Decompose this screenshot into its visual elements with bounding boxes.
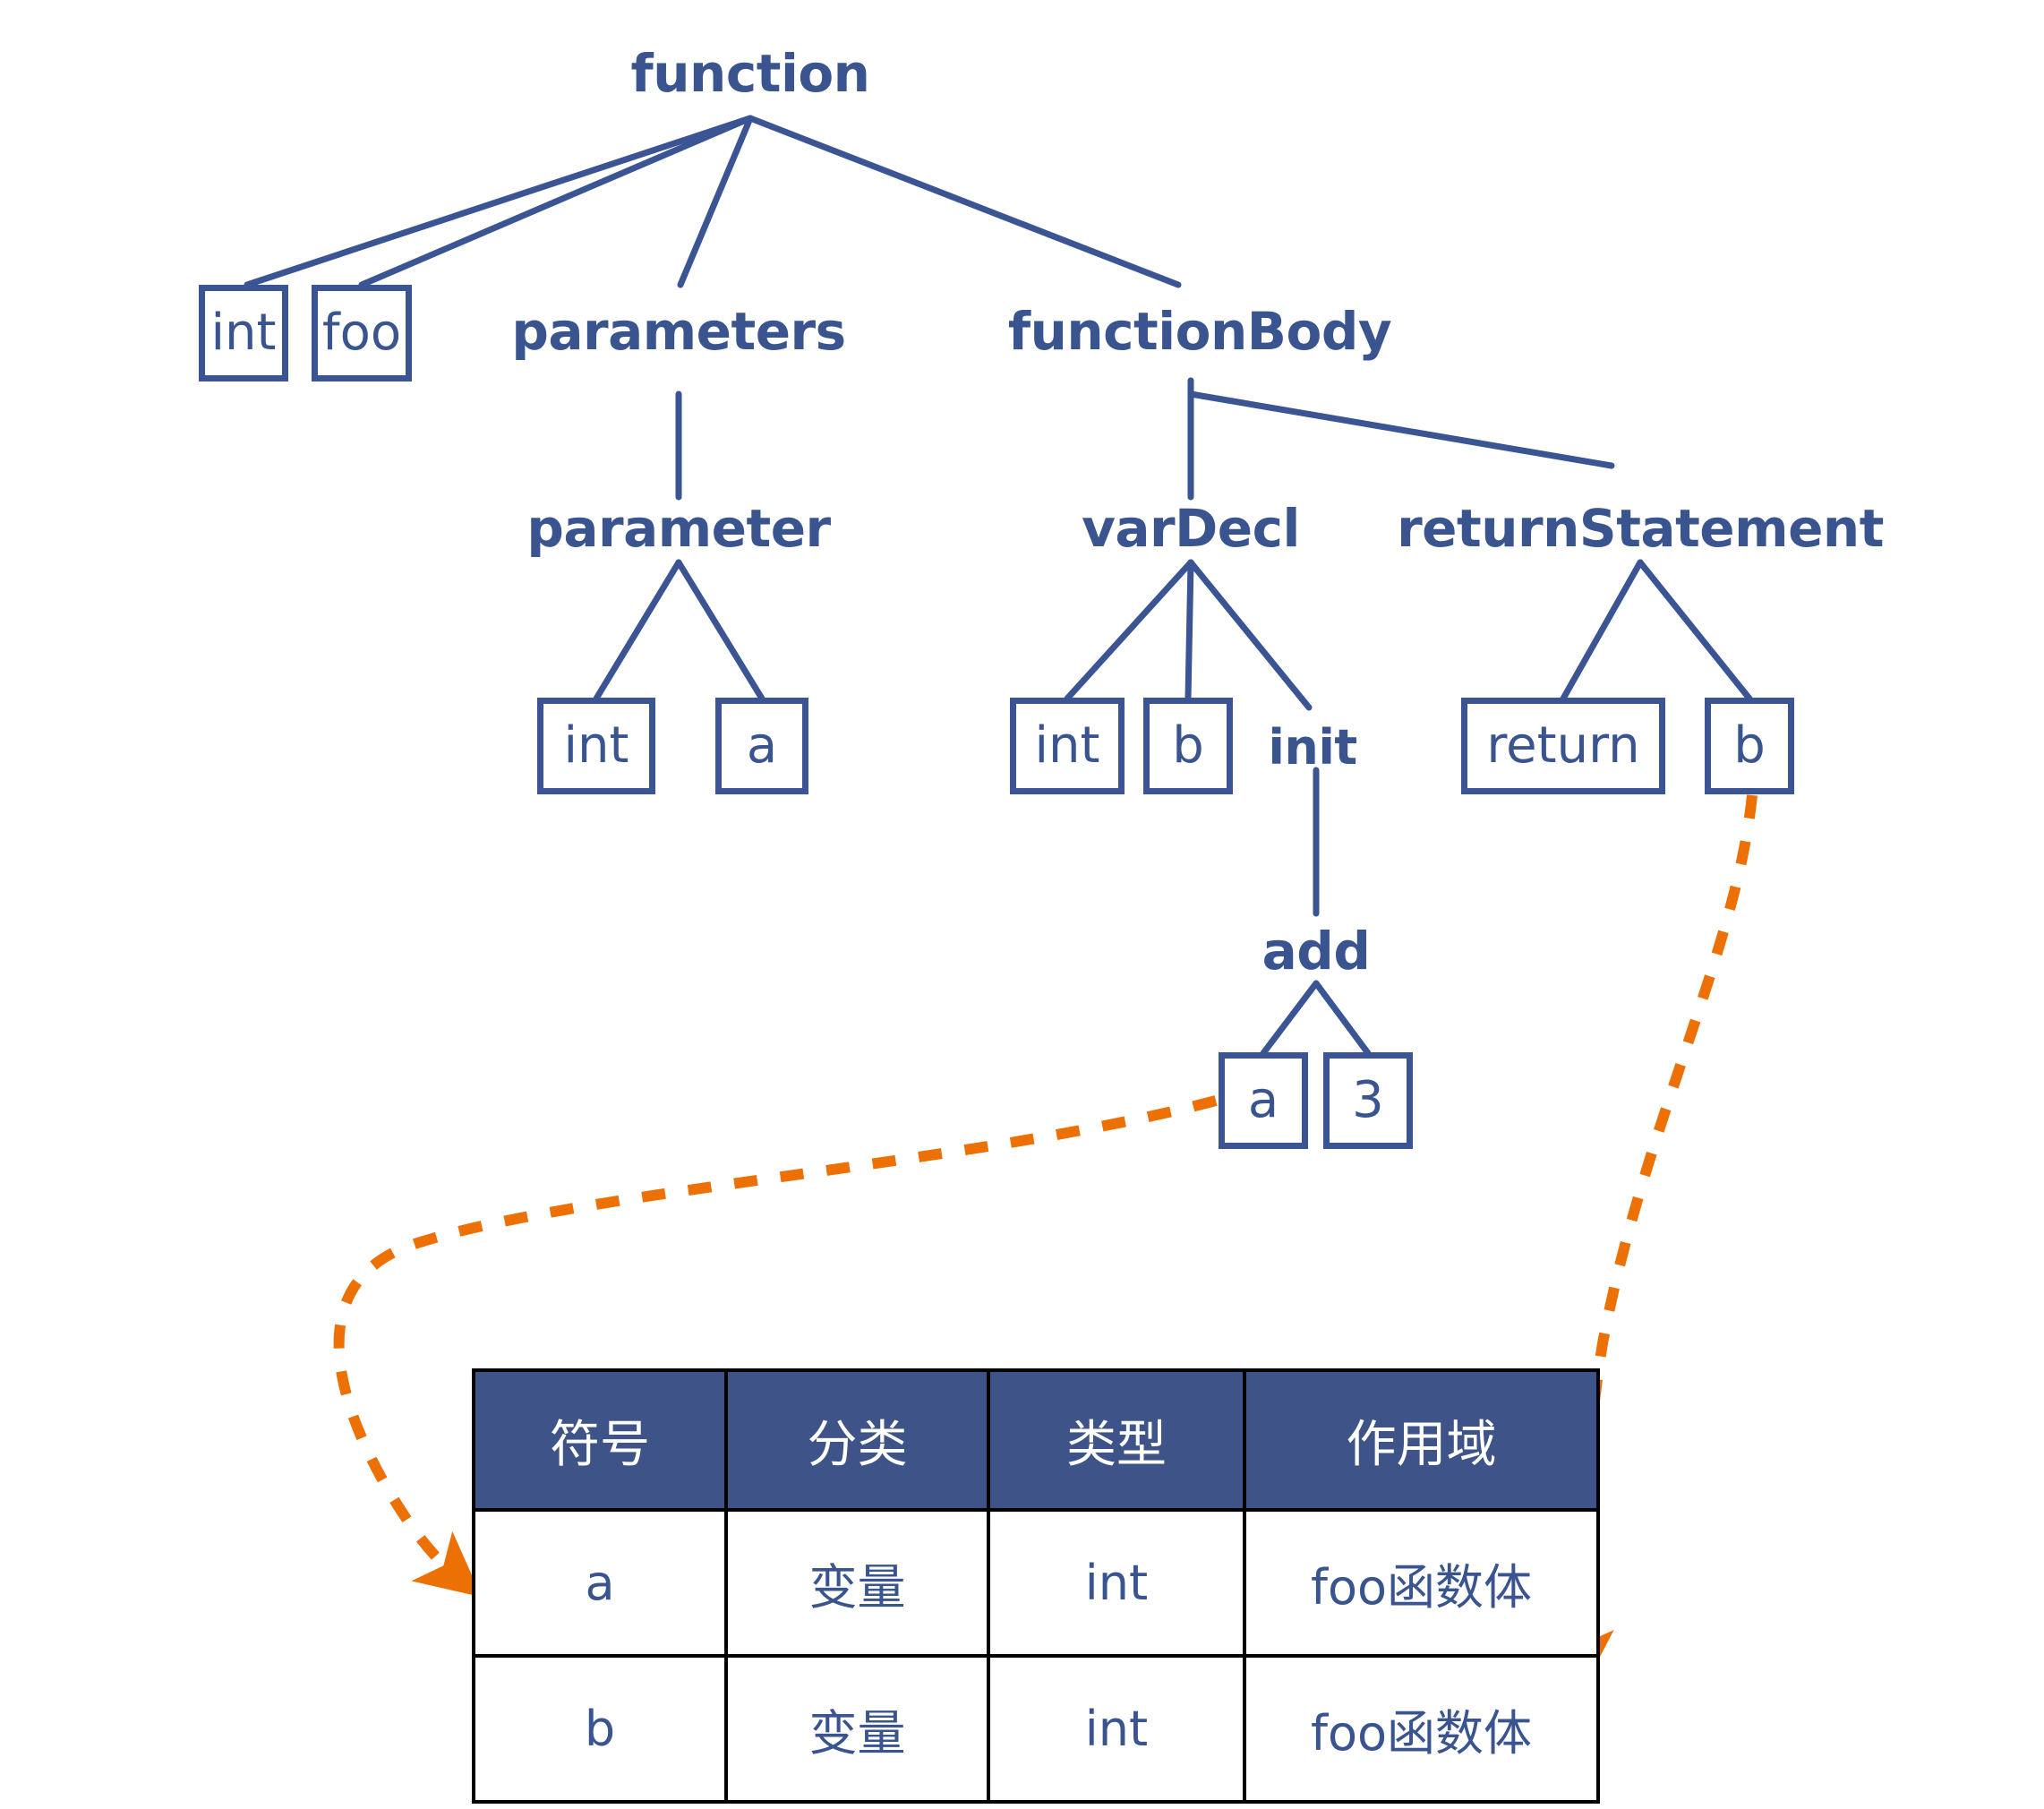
cell-type: int [987, 1508, 1246, 1658]
tree-leaf-param-type-int: int [537, 698, 655, 794]
tree-leaf-param-name-a: a [715, 698, 808, 794]
cell-category: 变量 [724, 1508, 990, 1658]
tree-leaf-int-return-type: int [199, 285, 288, 382]
cell-scope: foo函数体 [1243, 1654, 1600, 1804]
table-row: b 变量 int foo函数体 [472, 1654, 1600, 1804]
reference-arrow-a [333, 1095, 1218, 1598]
tree-edges [244, 115, 1753, 1057]
tree-node-function-body: functionBody [1007, 301, 1392, 362]
tree-leaf-var-type-int: int [1010, 698, 1125, 794]
tree-node-function: function [630, 43, 870, 104]
tree-node-init: init [1268, 719, 1357, 776]
tree-node-parameter: parameter [526, 498, 831, 559]
reference-arrow-b [1549, 794, 1757, 1694]
tree-leaf-add-operand-3: 3 [1323, 1052, 1413, 1149]
cell-type: int [987, 1654, 1246, 1804]
tree-node-var-decl: varDecl [1082, 498, 1300, 559]
column-header-category: 分类 [724, 1368, 990, 1512]
tree-leaf-return-keyword: return [1461, 698, 1665, 794]
symbol-table-header-row: 符号 分类 类型 作用域 [472, 1368, 1600, 1512]
tree-node-add: add [1261, 921, 1371, 982]
symbol-table: 符号 分类 类型 作用域 a 变量 int foo函数体 b 变量 int fo… [472, 1368, 1600, 1804]
tree-node-parameters: parameters [511, 301, 846, 362]
tree-leaf-foo: foo [312, 285, 412, 382]
tree-leaf-return-value-b: b [1705, 698, 1794, 794]
column-header-symbol: 符号 [472, 1368, 728, 1512]
table-row: a 变量 int foo函数体 [472, 1508, 1600, 1658]
tree-node-return-statement: returnStatement [1397, 498, 1884, 559]
column-header-scope: 作用域 [1243, 1368, 1600, 1512]
cell-symbol: b [472, 1654, 728, 1804]
cell-category: 变量 [724, 1654, 990, 1804]
tree-leaf-add-operand-a: a [1219, 1052, 1308, 1149]
tree-leaf-var-name-b: b [1143, 698, 1233, 794]
cell-scope: foo函数体 [1243, 1508, 1600, 1658]
cell-symbol: a [472, 1508, 728, 1658]
column-header-type: 类型 [987, 1368, 1246, 1512]
